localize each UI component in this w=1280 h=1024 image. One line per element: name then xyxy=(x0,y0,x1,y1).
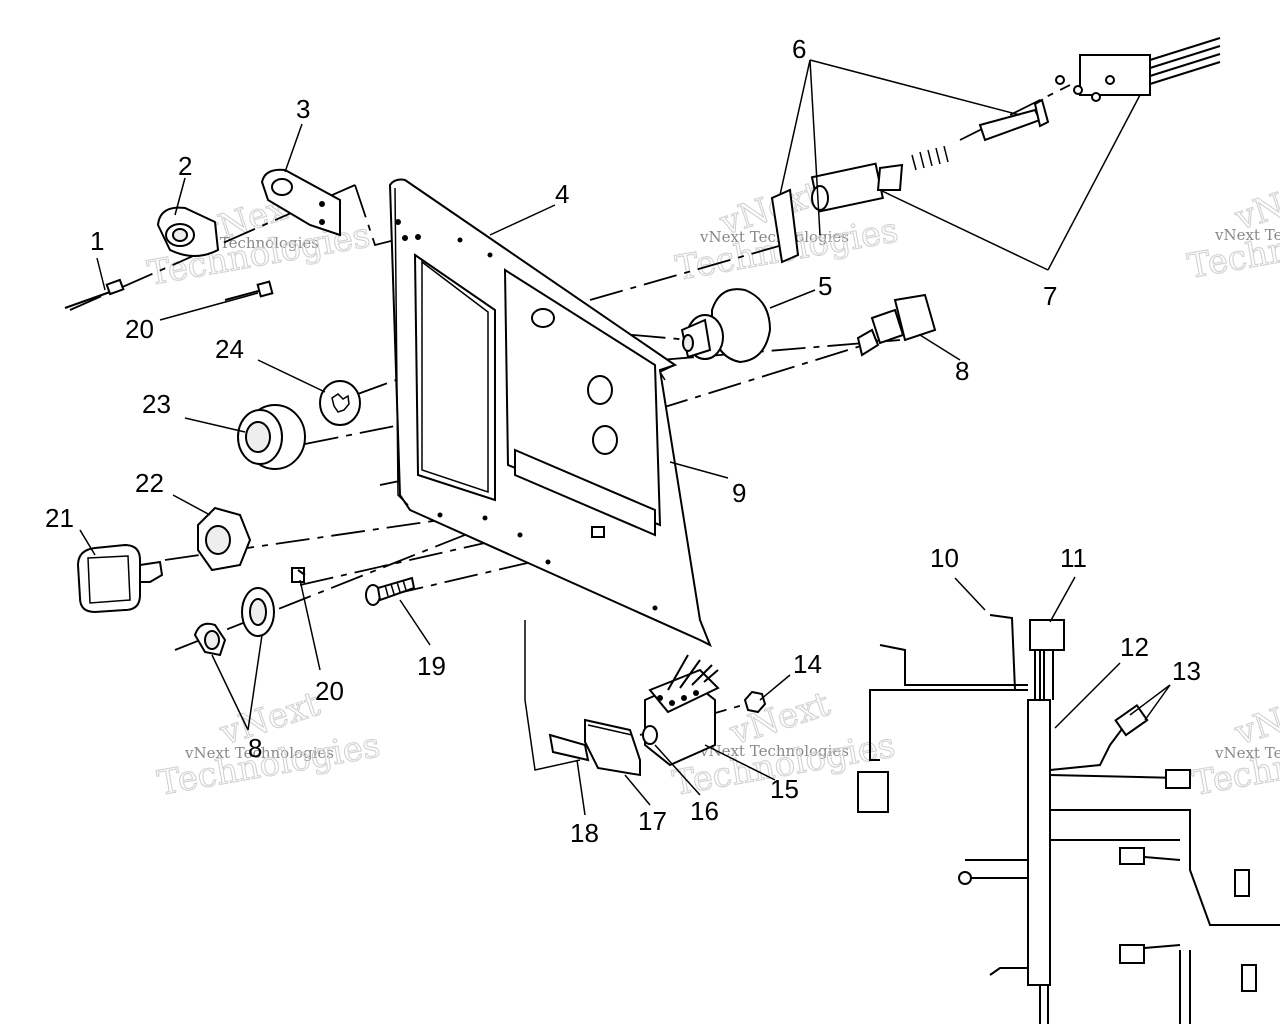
callout-4: 4 xyxy=(555,179,569,209)
callout-17: 17 xyxy=(638,806,667,836)
toggle-switch-8 xyxy=(856,293,937,357)
watermark-right-top: vNext vNext Technologies Technologies xyxy=(1184,168,1280,287)
lock-washer-24 xyxy=(319,380,361,426)
callout-22: 22 xyxy=(135,468,164,498)
svg-text:vNext Technologies: vNext Technologies xyxy=(184,744,334,762)
callout-18: 18 xyxy=(570,818,599,848)
callout-labels: 1 2 3 4 5 6 7 8 9 10 11 12 13 14 15 16 1… xyxy=(45,34,1201,848)
switch-body-2 xyxy=(156,206,220,257)
leader-lines xyxy=(79,59,1171,816)
svg-text:vNext Technologies: vNext Technologies xyxy=(699,228,849,246)
screw-20-bottom xyxy=(291,567,306,583)
callout-19: 19 xyxy=(417,651,446,681)
wire-lead-1 xyxy=(64,278,125,309)
callout-6: 6 xyxy=(792,34,806,64)
callout-2: 2 xyxy=(178,151,192,181)
washer-set-8 xyxy=(193,587,275,657)
callout-9: 9 xyxy=(732,478,746,508)
callout-12: 12 xyxy=(1120,632,1149,662)
callout-20-top: 20 xyxy=(125,314,154,344)
callout-5: 5 xyxy=(818,271,832,301)
watermark-right-bottom: vNext vNext Technologies Technologies xyxy=(1189,683,1280,804)
callout-21: 21 xyxy=(45,503,74,533)
callout-7: 7 xyxy=(1043,281,1057,311)
callout-11: 11 xyxy=(1060,543,1087,573)
callout-14: 14 xyxy=(793,649,822,679)
callout-15: 15 xyxy=(770,774,799,804)
callout-13: 13 xyxy=(1172,656,1201,686)
bracket-3 xyxy=(260,168,341,237)
callout-16: 16 xyxy=(690,796,719,826)
hex-nut-22 xyxy=(197,506,252,572)
mounting-panel xyxy=(388,178,712,648)
callout-20-bottom: 20 xyxy=(315,676,344,706)
terminal-block-15 xyxy=(644,654,720,767)
callout-1: 1 xyxy=(90,226,104,256)
bolt-19 xyxy=(365,576,416,606)
callout-8-toggle: 8 xyxy=(955,356,969,386)
svg-text:vNext Technologies: vNext Technologies xyxy=(1214,744,1280,762)
svg-text:vNext Technologies: vNext Technologies xyxy=(699,742,849,760)
screw-20-top xyxy=(224,280,274,301)
nut-14 xyxy=(743,690,767,714)
plate-18 xyxy=(548,733,590,762)
connector-7 xyxy=(1055,37,1221,102)
callout-23: 23 xyxy=(142,389,171,419)
switch-assembly-6 xyxy=(770,98,1050,264)
knob-5 xyxy=(680,288,772,364)
watermark-bottom-left: vNext vNext Technologies Technologies xyxy=(154,683,384,804)
callout-24: 24 xyxy=(215,334,244,364)
nut-23 xyxy=(237,404,306,470)
terminal-block-17 xyxy=(584,718,641,777)
wire-harness-12 xyxy=(857,614,1280,1024)
callout-10: 10 xyxy=(930,543,959,573)
svg-text:vNext Technologies: vNext Technologies xyxy=(1214,226,1280,244)
spacer-16 xyxy=(642,725,658,745)
callout-8-washers: 8 xyxy=(248,733,262,763)
key-21 xyxy=(76,543,164,614)
callout-3: 3 xyxy=(296,94,310,124)
